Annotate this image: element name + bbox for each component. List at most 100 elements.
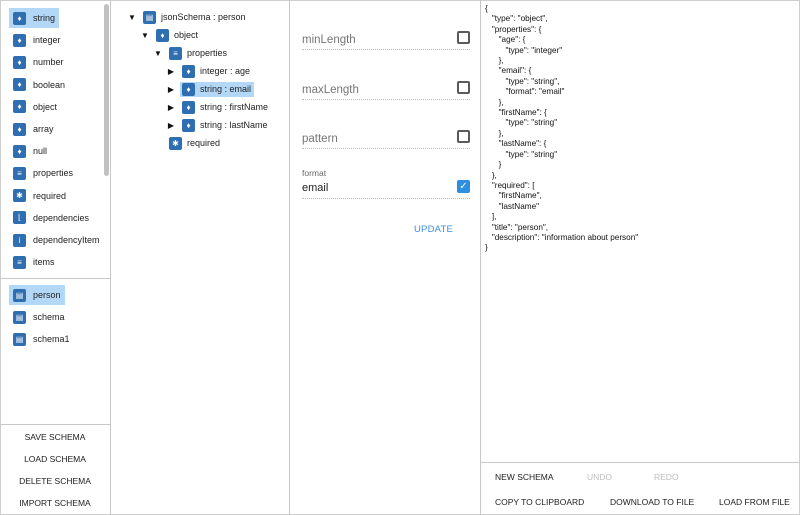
schema-tree-panel: ▼ ▤ jsonSchema : person ▼ ♦ object ▼ ≡propertie… bbox=[111, 0, 290, 515]
tree-node[interactable]: ▶ ♦ string : lastName bbox=[166, 117, 271, 133]
collapse-arrow-icon[interactable]: ▼ bbox=[128, 12, 136, 22]
tree-node[interactable]: ▶ ♦string : firstName bbox=[166, 99, 271, 115]
pattern-input[interactable] bbox=[302, 133, 442, 145]
tree-node-label: jsonSchema : person bbox=[161, 12, 246, 22]
min-length-input[interactable] bbox=[302, 34, 442, 46]
info-icon: i bbox=[13, 233, 26, 247]
document-icon: ▤ bbox=[143, 10, 156, 24]
tag-icon: ♦ bbox=[156, 28, 169, 42]
tree-node[interactable]: ▶ ♦ string : email bbox=[166, 81, 255, 97]
tag-icon: ♦ bbox=[13, 11, 26, 25]
min-length-checkbox[interactable] bbox=[457, 31, 470, 44]
expand-arrow-icon[interactable]: ▶ bbox=[167, 66, 175, 76]
tree-node-label: string : lastName bbox=[200, 120, 268, 130]
palette-item-label: null bbox=[33, 146, 48, 157]
asterisk-icon: ✱ bbox=[169, 136, 182, 150]
tag-icon: ♦ bbox=[182, 82, 195, 96]
tree-node-label: object bbox=[174, 30, 199, 40]
download-to-file-button[interactable]: DOWNLOAD TO FILE bbox=[610, 497, 695, 507]
palette-item-boolean[interactable]: ♦boolean bbox=[9, 75, 69, 95]
tree-node-content[interactable]: ≡properties bbox=[167, 46, 230, 61]
tag-icon: ♦ bbox=[182, 118, 195, 132]
asterisk-icon: ✱ bbox=[13, 189, 26, 203]
save-schema-button[interactable]: SAVE SCHEMA bbox=[24, 432, 86, 442]
palette-item-label: number bbox=[33, 57, 64, 68]
check-icon: ✓ bbox=[459, 181, 468, 192]
max-length-row bbox=[302, 78, 470, 100]
expand-arrow-icon[interactable]: ▶ bbox=[167, 120, 175, 130]
new-schema-button[interactable]: NEW SCHEMA bbox=[495, 472, 554, 482]
tree-node-content[interactable]: ✱required bbox=[167, 136, 223, 151]
schema-item-label: schema bbox=[33, 312, 65, 322]
format-checkbox[interactable]: ✓ bbox=[457, 180, 470, 193]
schema-item-person[interactable]: ▤person bbox=[9, 285, 65, 305]
tree-node[interactable]: ▼ ≡properties bbox=[153, 45, 230, 61]
tree-node-content[interactable]: ▤ jsonSchema : person bbox=[141, 10, 249, 25]
pattern-checkbox[interactable] bbox=[457, 130, 470, 143]
tree-node-content[interactable]: ♦ string : lastName bbox=[180, 118, 271, 133]
collapse-arrow-icon[interactable]: ▼ bbox=[154, 48, 162, 58]
tree-node[interactable]: ✱required bbox=[153, 135, 223, 151]
tree-node[interactable]: ▼ ▤ jsonSchema : person bbox=[127, 9, 249, 25]
palette-item-null[interactable]: ♦ null bbox=[9, 141, 51, 161]
palette-divider bbox=[0, 278, 110, 279]
palette-item-items[interactable]: ≡ items bbox=[9, 252, 59, 272]
schema-item-label: schema1 bbox=[33, 334, 70, 344]
tree-node[interactable]: ▼ ♦ object bbox=[140, 27, 201, 43]
palette-item-label: object bbox=[33, 101, 58, 112]
tree-node-content[interactable]: ♦ string : email bbox=[180, 81, 255, 97]
palette-item-dependencyitem[interactable]: i dependencyItem bbox=[9, 230, 104, 250]
min-length-row bbox=[302, 28, 470, 50]
list-icon: ≡ bbox=[13, 166, 26, 180]
tree-node-content[interactable]: ♦ integer : age bbox=[180, 64, 253, 79]
palette-item-label: boolean bbox=[33, 79, 66, 90]
tree-node-content[interactable]: ♦ object bbox=[154, 28, 201, 43]
palette-item-integer[interactable]: ♦ integer bbox=[9, 30, 65, 50]
tree-node-label: string : email bbox=[200, 84, 252, 94]
tree-node-label: properties bbox=[187, 48, 228, 58]
update-button[interactable]: UPDATE bbox=[414, 224, 454, 235]
copy-to-clipboard-button[interactable]: COPY TO CLIPBOARD bbox=[495, 497, 585, 507]
palette-item-required[interactable]: ✱required bbox=[9, 186, 70, 206]
tree-node-label: integer : age bbox=[200, 66, 251, 76]
palette-item-string[interactable]: ♦ string bbox=[9, 8, 60, 28]
palette-item-label: dependencyItem bbox=[33, 235, 100, 245]
json-preview-panel: { "type": "object", "properties": { "age… bbox=[481, 0, 800, 515]
tag-icon: ♦ bbox=[182, 64, 195, 78]
collapse-arrow-icon[interactable]: ▼ bbox=[141, 30, 149, 40]
palette-item-dependencies[interactable]: ⌊dependencies bbox=[9, 208, 93, 228]
json-preview: { "type": "object", "properties": { "age… bbox=[485, 4, 639, 253]
format-field[interactable]: email bbox=[302, 182, 329, 194]
list-icon: ≡ bbox=[13, 255, 26, 269]
document-icon: ▤ bbox=[13, 332, 26, 346]
palette-item-label: items bbox=[33, 257, 55, 268]
schema-item-schema[interactable]: ▤schema bbox=[9, 307, 69, 327]
palette-item-label: dependencies bbox=[33, 212, 90, 223]
undo-button[interactable]: UNDO bbox=[587, 472, 613, 482]
tree-node-content[interactable]: ♦string : firstName bbox=[180, 100, 271, 115]
palette-item-properties[interactable]: ≡properties bbox=[9, 163, 77, 183]
palette-item-label: string bbox=[33, 13, 56, 23]
tree-node[interactable]: ▶ ♦ integer : age bbox=[166, 63, 253, 79]
tag-icon: ♦ bbox=[13, 144, 26, 158]
palette-item-number[interactable]: ♦number bbox=[9, 52, 68, 72]
load-from-file-button[interactable]: LOAD FROM FILE bbox=[719, 497, 790, 507]
palette-scrollbar[interactable] bbox=[104, 4, 109, 176]
palette-item-object[interactable]: ♦ object bbox=[9, 97, 61, 117]
format-row: email ✓ bbox=[302, 177, 470, 199]
expand-arrow-icon[interactable]: ▶ bbox=[167, 102, 175, 112]
redo-button[interactable]: REDO bbox=[654, 472, 679, 482]
tag-icon: ♦ bbox=[13, 100, 26, 114]
palette-item-label: integer bbox=[33, 35, 61, 46]
schema-item-schema1[interactable]: ▤ schema1 bbox=[9, 329, 74, 349]
expand-arrow-icon[interactable]: ▶ bbox=[167, 84, 175, 94]
max-length-input[interactable] bbox=[302, 84, 442, 96]
palette-item-array[interactable]: ♦array bbox=[9, 119, 58, 139]
tag-icon: ♦ bbox=[13, 122, 26, 136]
max-length-checkbox[interactable] bbox=[457, 81, 470, 94]
delete-schema-button[interactable]: DELETE SCHEMA bbox=[19, 476, 91, 486]
load-schema-button[interactable]: LOAD SCHEMA bbox=[24, 454, 86, 464]
import-schema-button[interactable]: IMPORT SCHEMA bbox=[19, 498, 91, 508]
tag-icon: ♦ bbox=[13, 33, 26, 47]
tree-node-label: string : firstName bbox=[200, 102, 269, 112]
